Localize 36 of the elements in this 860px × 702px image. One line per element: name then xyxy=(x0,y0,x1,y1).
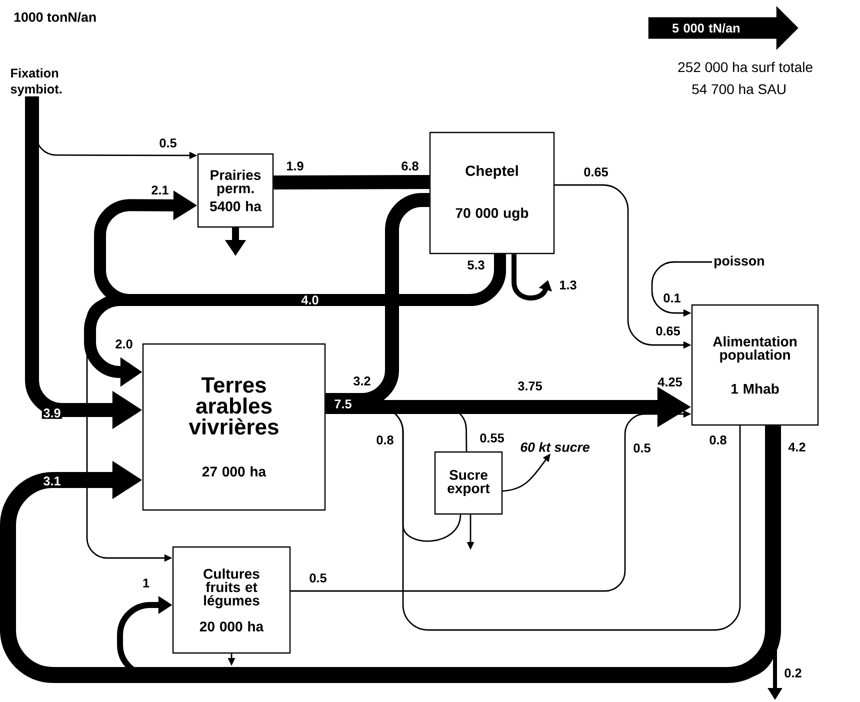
edge-label: 0.55 xyxy=(478,432,506,444)
edge-label: 2.1 xyxy=(150,184,170,196)
flow-value: 6.8 xyxy=(402,162,418,170)
source-label: poisson xyxy=(714,256,764,268)
flow-value: 7.5 xyxy=(334,400,352,408)
compartment-box: Cheptel 70 000 ugb xyxy=(429,132,555,254)
edge-label: 1.9 xyxy=(284,160,306,172)
flow-value: 0.5 xyxy=(634,444,650,452)
edge-label: 3.1 xyxy=(42,475,62,487)
compartment-box: Prairies perm. 5400 ha xyxy=(197,153,274,228)
compartment-box: Alimentation population 1 Mhab xyxy=(691,304,819,426)
note-text: 54 700 ha SAU xyxy=(692,84,786,94)
flow-line xyxy=(274,175,430,190)
flow-arrow xyxy=(0,426,781,683)
source-label: Fixation symbiot. xyxy=(10,68,62,96)
edge-label: 1.3 xyxy=(558,279,578,291)
edge-label: 3.9 xyxy=(42,407,62,419)
annotation-text: 60 kt sucre xyxy=(520,442,590,452)
edge-label: 3.2 xyxy=(352,375,372,387)
edge-label: 0.5 xyxy=(308,572,328,584)
edge-label: 1 xyxy=(141,577,151,589)
edge-label: 2.0 xyxy=(114,338,134,350)
edge-label: 0.5 xyxy=(158,137,178,149)
flow-value: 4.0 xyxy=(301,296,318,304)
compartment-box: Cultures fruits et légumes 20 000 ha xyxy=(172,546,291,654)
compartment-box: Terres arables vivrières 27 000 ha xyxy=(142,343,326,511)
edge-label: 0.65 xyxy=(582,166,610,178)
flow-value: 0.65 xyxy=(656,326,680,336)
flow-arrow xyxy=(117,426,776,678)
edge-label: 0.2 xyxy=(782,667,804,679)
compartment-box: Sucre export xyxy=(434,451,503,515)
edge-label: 3.75 xyxy=(516,380,544,392)
edge-label: 0.8 xyxy=(374,434,396,446)
note-text: 1000 tonN/an xyxy=(14,12,96,22)
flow-value: 4.2 xyxy=(788,442,806,452)
edge-label: 0.1 xyxy=(662,292,682,304)
